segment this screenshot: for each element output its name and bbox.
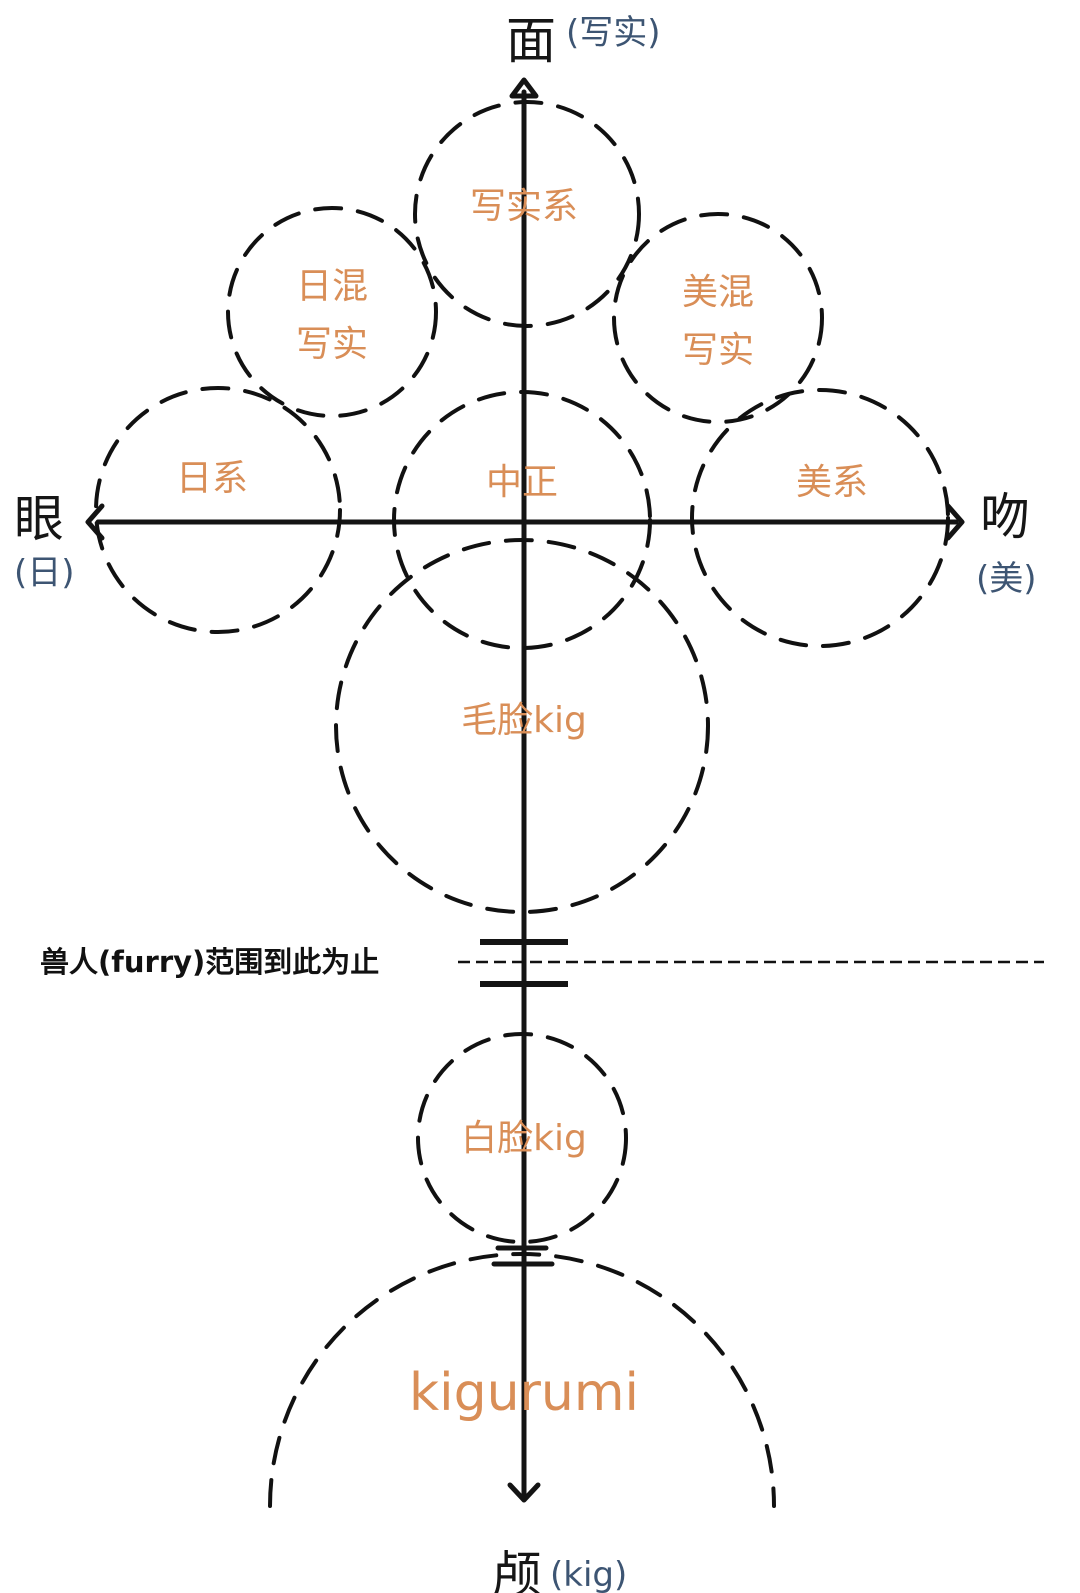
cluster-jp-mix-circle	[226, 206, 438, 418]
cluster-neutral-label: 中正	[486, 462, 558, 503]
cluster-furface-circle	[334, 538, 710, 914]
cluster-kigurumi-arc	[268, 1252, 776, 1508]
cluster-american-label: 美系	[796, 462, 868, 503]
cluster-furface-label: 毛脸kig	[461, 700, 587, 741]
pole-bottom-sub: (kig)	[550, 1555, 627, 1593]
cluster-us-mix-circle	[612, 212, 824, 424]
right-arrowhead	[945, 503, 965, 541]
bottom-arrowhead	[507, 1482, 541, 1503]
cluster-jp-mix-label-1: 日混	[296, 266, 368, 307]
pole-right-sub: (美)	[976, 559, 1037, 599]
cluster-jp-mix-label-2: 写实	[296, 324, 368, 365]
cluster-american-circle	[690, 388, 950, 648]
pole-bottom-label: 颅	[492, 1546, 542, 1593]
cluster-realistic-circle	[413, 100, 641, 328]
pole-top-sub: (写实)	[566, 13, 661, 53]
cluster-kigurumi-label: kigurumi	[409, 1363, 639, 1423]
threshold-label: 兽人(furry)范围到此为止	[40, 945, 379, 979]
cluster-us-mix-label-1: 美混	[682, 272, 754, 313]
cluster-neutral-circle	[392, 390, 652, 650]
pole-right-label: 吻	[980, 488, 1030, 546]
cluster-whiteface-label: 白脸kig	[461, 1118, 587, 1159]
cluster-japanese-circle	[94, 386, 342, 634]
cluster-realistic-label: 写实系	[470, 186, 578, 227]
top-arrowhead	[509, 77, 539, 99]
cluster-japanese-label: 日系	[176, 458, 248, 499]
cluster-whiteface-circle	[416, 1032, 628, 1244]
pole-left-label: 眼	[14, 490, 64, 548]
pole-top-label: 面	[506, 12, 556, 70]
cluster-us-mix-label-2: 写实	[682, 330, 754, 371]
pole-left-sub: (日)	[14, 553, 75, 593]
